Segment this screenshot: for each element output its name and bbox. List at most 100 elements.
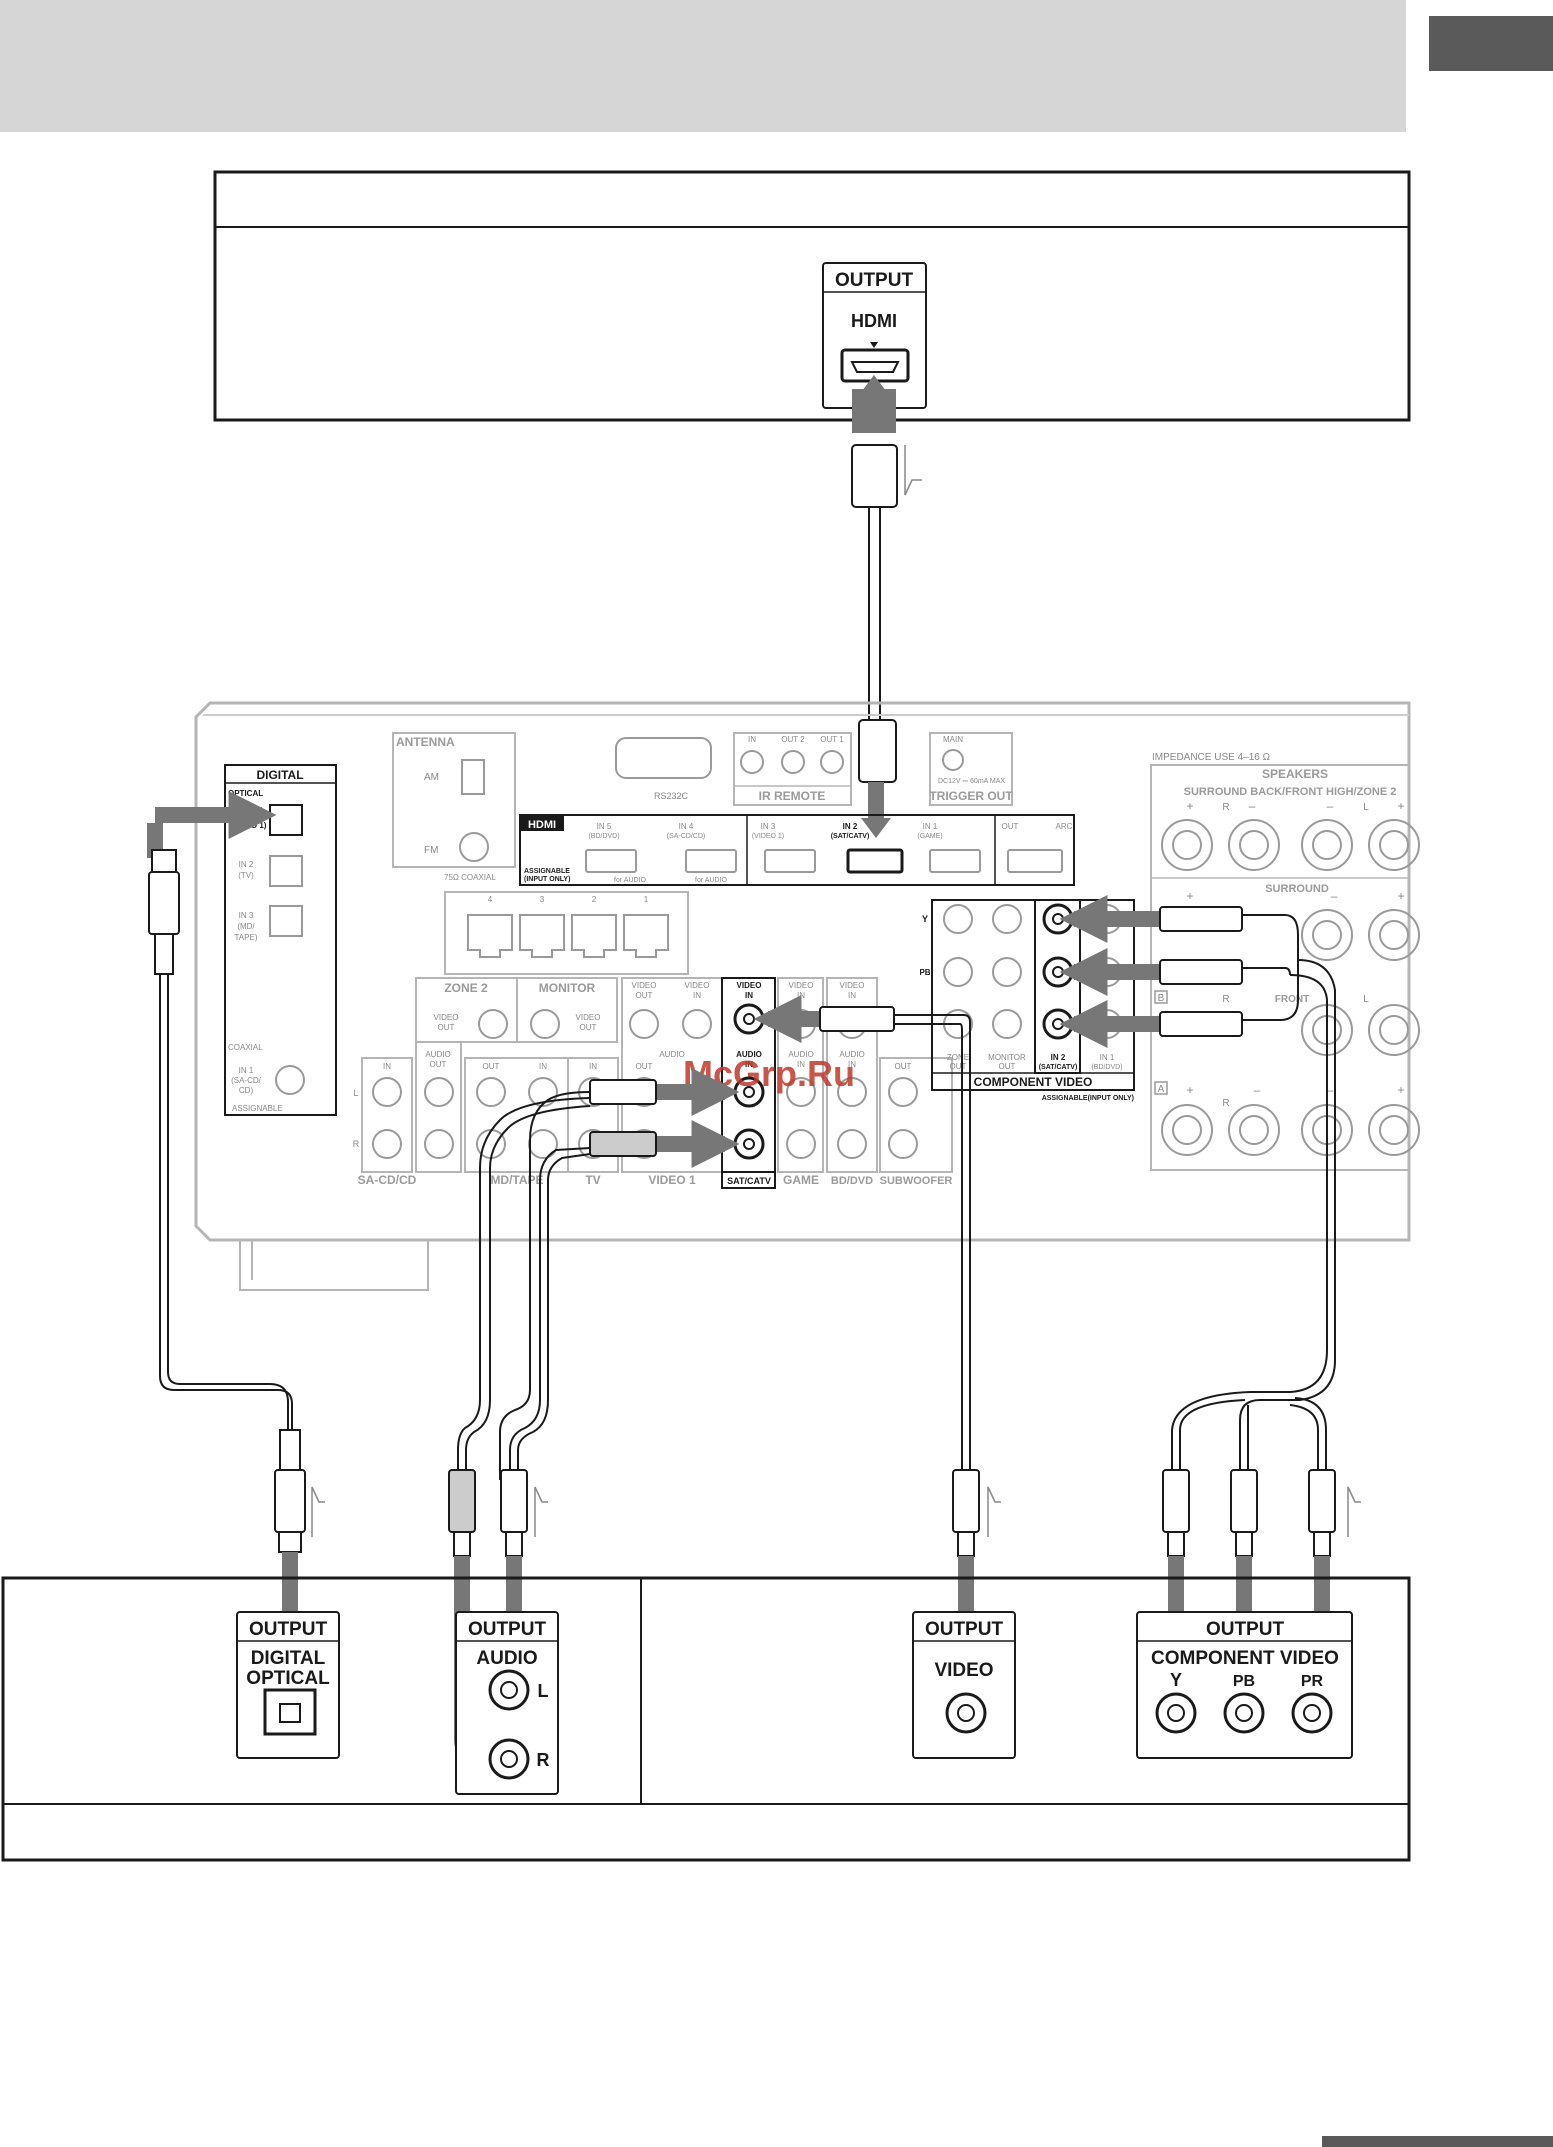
bd-audio-l-jack[interactable] bbox=[837, 1077, 867, 1107]
audio-output-label: AUDIO bbox=[476, 1648, 537, 1669]
video1-video-in-jack[interactable] bbox=[682, 1009, 712, 1039]
hdmi-assignable: ASSIGNABLE bbox=[524, 868, 570, 875]
sat-audio-r-jack[interactable] bbox=[733, 1128, 765, 1160]
zone2-audio-l-jack[interactable] bbox=[424, 1077, 454, 1107]
speaker-terminal[interactable] bbox=[1161, 1104, 1213, 1156]
component-title: COMPONENT VIDEO bbox=[974, 1075, 1093, 1089]
component-zone-y-jack[interactable] bbox=[943, 904, 973, 934]
component-in2-y-jack[interactable] bbox=[1042, 903, 1074, 935]
component-output-pr-jack[interactable] bbox=[1291, 1692, 1333, 1734]
fm-jack[interactable] bbox=[459, 832, 489, 862]
audio-output-l-jack[interactable] bbox=[488, 1669, 530, 1711]
spk-a-minus-1: – bbox=[1254, 1083, 1261, 1097]
bd-video-in-l2: IN bbox=[848, 991, 856, 1000]
bd-audio-r-jack[interactable] bbox=[837, 1129, 867, 1159]
network-panel bbox=[444, 891, 689, 975]
video-output-label: VIDEO bbox=[934, 1660, 993, 1681]
mdtape-out-label: OUT bbox=[483, 1062, 500, 1071]
component-zone-pb-jack[interactable] bbox=[943, 957, 973, 987]
component-video-panel bbox=[931, 899, 1135, 1091]
ir-out1-jack[interactable] bbox=[820, 750, 844, 774]
speaker-terminal[interactable] bbox=[1301, 909, 1353, 961]
hdmi-in4-jack[interactable] bbox=[685, 849, 737, 873]
trigger-out-panel bbox=[929, 732, 1013, 806]
subwoofer-jack-1[interactable] bbox=[888, 1077, 918, 1107]
component-output-y-jack[interactable] bbox=[1155, 1692, 1197, 1734]
video-output-jack[interactable] bbox=[945, 1692, 987, 1734]
optical-cable bbox=[147, 791, 325, 1735]
antenna-am-label: AM bbox=[424, 772, 439, 783]
optical-in2-sub: (TV) bbox=[238, 871, 254, 880]
component-in2-pb-jack[interactable] bbox=[1042, 956, 1074, 988]
optical-in1-jack[interactable] bbox=[269, 804, 303, 836]
spk-a-minus-2: – bbox=[1327, 1083, 1334, 1097]
hdmi-in1-jack[interactable] bbox=[929, 849, 981, 873]
hdmi-in3-jack[interactable] bbox=[764, 849, 816, 873]
component-mon-pb-jack[interactable] bbox=[992, 957, 1022, 987]
zone2-audio-r-jack[interactable] bbox=[424, 1129, 454, 1159]
speaker-terminal[interactable] bbox=[1161, 819, 1213, 871]
network-label-3: 3 bbox=[540, 895, 545, 904]
monitor-video-jack[interactable] bbox=[530, 1009, 560, 1039]
sat-video-in-l1: VIDEO bbox=[737, 981, 762, 990]
spk-s-minus: – bbox=[1331, 889, 1338, 903]
game-audio-l-jack[interactable] bbox=[786, 1077, 816, 1107]
ir-in-jack[interactable] bbox=[740, 750, 764, 774]
zone2-audio-out: OUT bbox=[430, 1060, 447, 1069]
video1-video-out-jack[interactable] bbox=[629, 1009, 659, 1039]
subwoofer-jack-2[interactable] bbox=[888, 1129, 918, 1159]
optical-in2-jack[interactable] bbox=[269, 855, 303, 887]
antenna-fm-label: FM bbox=[424, 845, 438, 856]
label-bddvd: BD/DVD bbox=[831, 1175, 873, 1187]
hdmi-out-label: OUT bbox=[1002, 822, 1019, 831]
network-port-2[interactable] bbox=[571, 914, 617, 958]
component-mon-y-jack[interactable] bbox=[992, 904, 1022, 934]
zone2-video-label: VIDEO bbox=[434, 1013, 459, 1022]
mdtape-out-l-jack[interactable] bbox=[476, 1077, 506, 1107]
hdmi-in4-for-audio: for AUDIO bbox=[695, 877, 727, 884]
mdtape-in-r-jack[interactable] bbox=[528, 1129, 558, 1159]
sat-video-in-jack[interactable] bbox=[733, 1003, 765, 1035]
digital-optical-jack[interactable] bbox=[263, 1688, 317, 1736]
speaker-terminal[interactable] bbox=[1368, 909, 1420, 961]
component-in1-label: IN 1 bbox=[1100, 1053, 1115, 1062]
network-port-1[interactable] bbox=[623, 914, 669, 958]
trigger-out-title: TRIGGER OUT bbox=[929, 789, 1013, 803]
speaker-terminal[interactable] bbox=[1228, 819, 1280, 871]
speaker-terminal[interactable] bbox=[1228, 1104, 1280, 1156]
speaker-terminal[interactable] bbox=[1368, 1004, 1420, 1056]
coaxial-label: COAXIAL bbox=[228, 1043, 263, 1052]
zone2-video-jack[interactable] bbox=[478, 1009, 508, 1039]
am-terminal[interactable] bbox=[461, 759, 485, 795]
sacd-l-jack[interactable] bbox=[372, 1077, 402, 1107]
component-assignable: ASSIGNABLE(INPUT ONLY) bbox=[1042, 1095, 1134, 1102]
trigger-main-jack[interactable] bbox=[942, 749, 964, 771]
label-video1: VIDEO 1 bbox=[648, 1173, 696, 1187]
network-port-4[interactable] bbox=[467, 914, 513, 958]
optical-in3-jack[interactable] bbox=[269, 905, 303, 937]
sacd-r-jack[interactable] bbox=[372, 1129, 402, 1159]
hdmi-in2-jack[interactable] bbox=[846, 848, 904, 874]
hdmi-out-jack[interactable] bbox=[1007, 849, 1063, 873]
monitor-video-out: OUT bbox=[580, 1023, 597, 1032]
spk-a-plus-1: + bbox=[1186, 1083, 1193, 1097]
input-labels: SA-CD/CD MD/TAPE TV VIDEO 1 SAT/CATV GAM… bbox=[358, 1171, 952, 1189]
component-output-pb-jack[interactable] bbox=[1223, 1692, 1265, 1734]
rs232c-port[interactable] bbox=[615, 737, 712, 779]
mdtape-in-l-jack[interactable] bbox=[528, 1077, 558, 1107]
hdmi-in5-jack[interactable] bbox=[585, 849, 637, 873]
component-mon-pr-jack[interactable] bbox=[992, 1009, 1022, 1039]
audio-output-r-jack[interactable] bbox=[488, 1738, 530, 1780]
component-in2-pr-jack[interactable] bbox=[1042, 1008, 1074, 1040]
coax-in1-jack[interactable] bbox=[275, 1065, 305, 1095]
speaker-terminal[interactable] bbox=[1301, 819, 1353, 871]
ir-out2-jack[interactable] bbox=[781, 750, 805, 774]
speaker-terminal[interactable] bbox=[1368, 819, 1420, 871]
speakers-surround: SURROUND bbox=[1265, 883, 1329, 895]
speaker-terminal[interactable] bbox=[1368, 1104, 1420, 1156]
component-output-pb-label: PB bbox=[1233, 1673, 1255, 1690]
optical-in3-label: IN 3 bbox=[239, 911, 254, 920]
network-port-3[interactable] bbox=[519, 914, 565, 958]
game-audio-r-jack[interactable] bbox=[786, 1129, 816, 1159]
